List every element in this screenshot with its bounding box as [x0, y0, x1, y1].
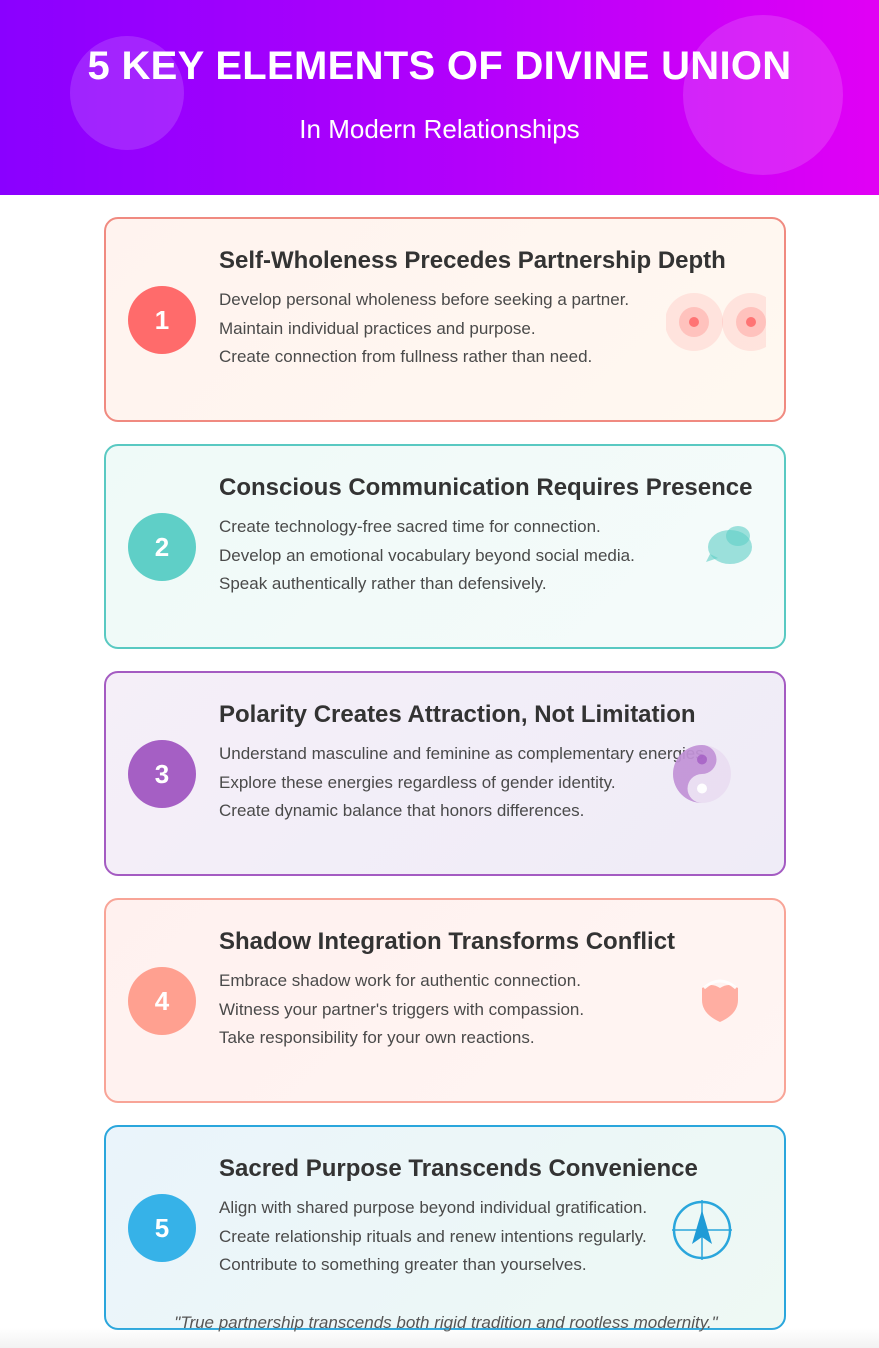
- header-banner: 5 KEY ELEMENTS OF DIVINE UNION In Modern…: [0, 0, 879, 195]
- element-line: Develop personal wholeness before seekin…: [219, 290, 630, 309]
- element-number-badge: 3: [128, 740, 196, 808]
- element-title: Shadow Integration Transforms Conflict: [219, 928, 676, 955]
- element-line: Create technology-free sacred time for c…: [219, 517, 601, 536]
- element-number-badge: 5: [128, 1194, 196, 1262]
- decorative-circle-right: [683, 15, 843, 175]
- element-line: Understand masculine and feminine as com…: [219, 744, 709, 763]
- element-line: Take responsibility for your own reactio…: [219, 1028, 535, 1047]
- shield-icon: [702, 979, 738, 1022]
- element-description: Align with shared purpose beyond individ…: [219, 1194, 647, 1280]
- page-subtitle: In Modern Relationships: [299, 114, 580, 144]
- element-number-badge: 4: [128, 967, 196, 1035]
- compass-icon: [672, 1200, 732, 1260]
- yin-yang-icon: [673, 745, 731, 803]
- element-card-5: 5 Sacred Purpose Transcends Convenience …: [104, 1125, 786, 1330]
- element-line: Witness your partner's triggers with com…: [219, 999, 585, 1019]
- element-title: Self-Wholeness Precedes Partnership Dept…: [219, 247, 726, 274]
- element-description: Understand masculine and feminine as com…: [219, 740, 708, 826]
- element-title: Conscious Communication Requires Presenc…: [219, 474, 753, 501]
- element-line: Create relationship rituals and renew in…: [219, 1226, 647, 1246]
- page-title: 5 KEY ELEMENTS OF DIVINE UNION: [87, 44, 792, 88]
- element-description: Create technology-free sacred time for c…: [219, 513, 635, 599]
- speech-bubble-icon: [706, 526, 752, 564]
- element-card-1: 1 Self-Wholeness Precedes Partnership De…: [104, 217, 786, 422]
- element-title: Polarity Creates Attraction, Not Limitat…: [219, 701, 696, 728]
- element-card-3: 3 Polarity Creates Attraction, Not Limit…: [104, 671, 786, 876]
- element-line: Create dynamic balance that honors diffe…: [219, 801, 585, 820]
- footer-fade: [0, 1328, 879, 1348]
- element-line: Embrace shadow work for authentic connec…: [219, 971, 581, 990]
- element-line: Create connection from fullness rather t…: [219, 347, 593, 366]
- element-card-4: 4 Shadow Integration Transforms Conflict…: [104, 898, 786, 1103]
- element-number-badge: 2: [128, 513, 196, 581]
- element-line: Contribute to something greater than you…: [219, 1255, 587, 1274]
- decorative-circle-left: [70, 36, 184, 150]
- element-description: Embrace shadow work for authentic connec…: [219, 967, 584, 1053]
- element-line: Speak authentically rather than defensiv…: [219, 574, 547, 593]
- element-line: Explore these energies regardless of gen…: [219, 772, 616, 792]
- element-line: Align with shared purpose beyond individ…: [219, 1198, 648, 1217]
- element-line: Maintain individual practices and purpos…: [219, 318, 536, 338]
- element-title: Sacred Purpose Transcends Convenience: [219, 1155, 698, 1182]
- element-line: Develop an emotional vocabulary beyond s…: [219, 545, 635, 565]
- closing-quote: "True partnership transcends both rigid …: [174, 1313, 718, 1332]
- element-description: Develop personal wholeness before seekin…: [219, 286, 629, 372]
- element-card-2: 2 Conscious Communication Requires Prese…: [104, 444, 786, 649]
- two-circles-icon: [666, 293, 766, 351]
- element-number-badge: 1: [128, 286, 196, 354]
